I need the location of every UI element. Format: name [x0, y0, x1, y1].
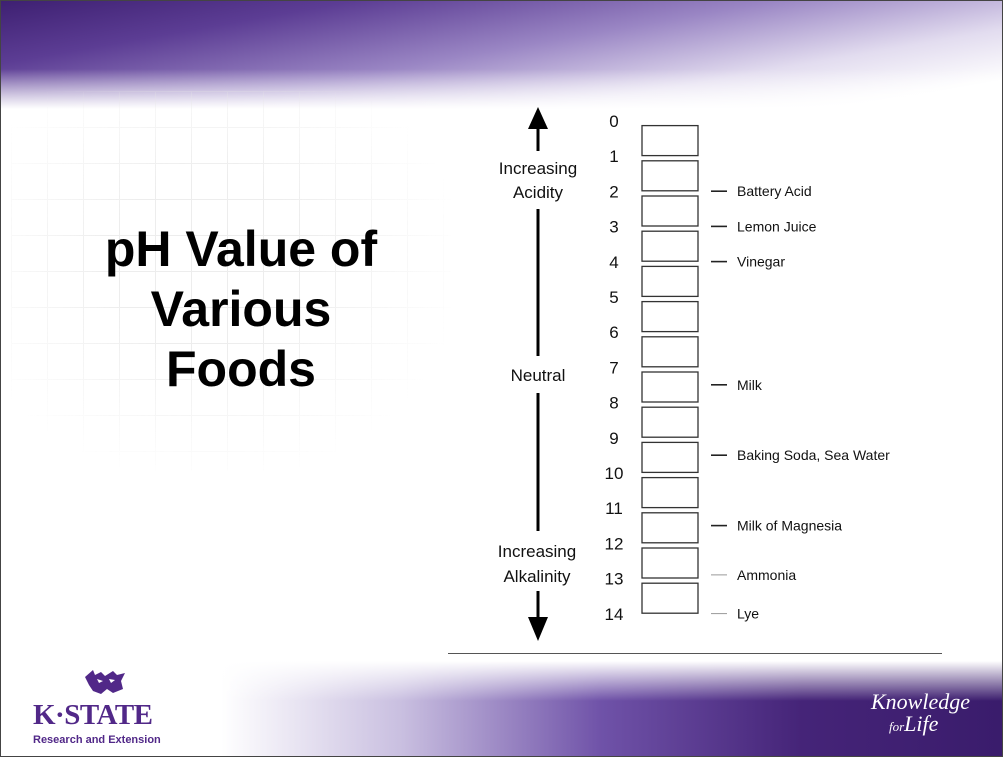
ph-number-10: 10 [605, 464, 624, 483]
food-label: Ammonia [737, 567, 796, 583]
food-label: Milk of Magnesia [737, 518, 842, 534]
ph-number-4: 4 [609, 253, 618, 272]
background-grid-pattern [11, 91, 451, 471]
ph-box [641, 371, 699, 403]
ph-box [641, 124, 699, 157]
title-line-1: pH Value of [104, 221, 378, 277]
ph-number-1: 1 [609, 147, 618, 166]
ph-number-2: 2 [609, 182, 618, 201]
wildcat-icon [85, 670, 125, 694]
arrow-down-icon [528, 617, 548, 641]
food-label: Battery Acid [737, 183, 812, 199]
ph-number-3: 3 [609, 218, 618, 237]
ph-number-14: 14 [605, 605, 624, 624]
kstate-logo: K·STATE Research and Extension [29, 667, 189, 752]
ph-box [641, 406, 699, 438]
slide-title: pH Value of Various Foods [41, 219, 441, 399]
tagline-line-2: forLife [871, 713, 1001, 738]
food-label: Lemon Juice [737, 218, 817, 234]
divider-line [448, 653, 942, 654]
ph-number-7: 7 [609, 358, 618, 377]
logo-wordmark: K·STATE [33, 699, 153, 731]
neutral-label: Neutral [511, 366, 566, 385]
ph-box [641, 265, 699, 298]
ph-box [641, 300, 699, 333]
ph-number-0: 0 [609, 112, 618, 131]
food-label: Baking Soda, Sea Water [737, 447, 890, 463]
food-label: Lye [737, 606, 759, 622]
increasing-acidity-line-1: Increasing [499, 159, 577, 178]
arrow-up-icon [528, 107, 548, 129]
food-label: Vinegar [737, 254, 785, 270]
ph-number-12: 12 [605, 534, 624, 553]
tagline-line-1: Knowledge [871, 689, 970, 714]
ph-number-13: 13 [605, 570, 624, 589]
ph-scale-boxes [641, 124, 699, 614]
direction-axis: Increasing Acidity Neutral Increasing Al… [498, 107, 577, 641]
ph-box [641, 512, 699, 544]
food-label: Milk [737, 377, 763, 393]
increasing-alkalinity-line-2: Alkalinity [503, 567, 571, 586]
title-line-2: Various [150, 281, 332, 337]
title-line-3: Foods [166, 341, 316, 397]
knowledge-for-life-tagline: Knowledge forLife [871, 691, 1001, 738]
tagline-life: Life [904, 711, 939, 736]
ph-box [641, 441, 699, 474]
ph-box [641, 160, 699, 192]
ph-box [641, 582, 699, 614]
footer-gradient-band [1, 661, 1002, 756]
ph-number-8: 8 [609, 394, 618, 413]
ph-number-6: 6 [609, 323, 618, 342]
increasing-acidity-line-2: Acidity [513, 183, 564, 202]
logo-subtitle: Research and Extension [33, 734, 161, 746]
tagline-for: for [889, 719, 905, 734]
ph-box [641, 195, 699, 227]
ph-number-5: 5 [609, 288, 618, 307]
ph-box [641, 230, 699, 262]
ph-box [641, 336, 699, 368]
ph-box [641, 547, 699, 579]
ph-number-11: 11 [605, 499, 623, 518]
increasing-alkalinity-line-1: Increasing [498, 542, 576, 561]
ph-number-9: 9 [609, 429, 618, 448]
ph-box [641, 476, 699, 509]
